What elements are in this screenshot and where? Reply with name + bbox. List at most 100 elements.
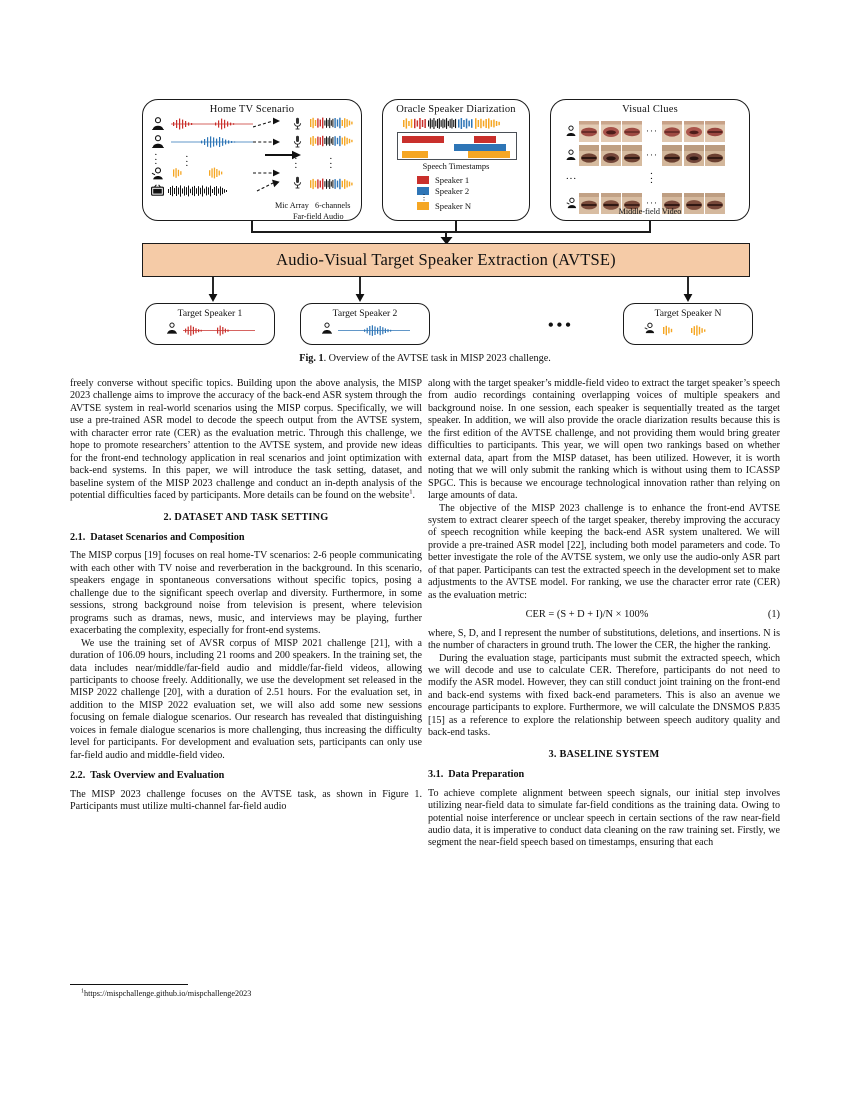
mouth-frames-right [662,120,725,142]
footnote-url[interactable]: https://mispchallenge.github.io/mispchal… [84,989,252,998]
person-icon [321,321,333,339]
visual-clue-row: ··· [563,192,741,214]
section-heading-3: 3. BASELINE SYSTEM [548,748,660,760]
mouth-frame [600,192,621,214]
targets-ellipsis: ••• [548,317,574,334]
footnote-marker: 1 [409,488,413,496]
waveform-speaker-n [173,167,223,179]
connector-line [649,221,651,233]
visual-clues-column-ellipsis-row: ··· ··· [563,168,741,190]
paragraph-continued-right: along with the target speaker’s middle-f… [428,378,780,502]
mouth-frame [662,192,682,214]
middle-field-video-label: Middle-field Video [618,207,682,216]
waveform-tv-noise [168,185,227,197]
target-speaker-box-2: Target Speaker 2 [300,303,430,345]
paragraph-continued-left-text: freely converse without specific topics.… [70,378,422,502]
mouth-frame [683,144,704,166]
process-arrow [265,150,301,160]
diar-bar-speaker-1 [402,136,444,143]
person-icon [563,125,579,137]
waveform-target-n [663,324,706,336]
diar-bar-speaker-1 [474,136,496,143]
person-icon [166,321,178,339]
mic-array-label: Mic Array [275,201,309,210]
mouth-frames-left [579,144,642,166]
speech-timestamps-label: Speech Timestamps [422,162,490,171]
microphone-icon [293,176,302,189]
paragraph-3-1: To achieve complete alignment between sp… [428,787,780,849]
legend-swatch-speaker-1 [417,175,429,184]
waveform-speaker-2 [171,136,253,148]
waveform-mixed-channel [310,117,353,129]
figure-1: Home TV Scenario ··· [70,95,780,370]
paragraph-2-1-b: We use the training set of AVSR corpus o… [70,637,422,761]
connector-line [251,231,651,233]
legend-swatch-speaker-2 [417,186,429,195]
six-channels-label: 6-channels [315,201,351,210]
panel-oracle-speaker-diarization: Oracle Speaker Diarization [382,99,530,221]
legend-item-speaker-n: Speaker N [417,200,517,211]
legend-label-speaker-2: Speaker 2 [435,185,470,196]
frames-ellipsis: ··· [646,198,658,208]
mouth-frame [600,120,621,142]
right-text-column: along with the target speaker’s middle-f… [428,378,780,850]
paragraph-continued-left: freely converse without specific topics.… [70,378,422,503]
vertical-ellipsis: ··· [154,149,158,170]
left-text-column: freely converse without specific topics.… [70,378,422,814]
subsection-3-1-number: 3.1. [428,769,444,781]
avtse-module-label: Audio-Visual Target Speaker Extraction (… [276,250,616,269]
subsection-heading-2-2: 2.2. Task Overview and Evaluation [70,770,422,782]
mouth-frame [622,144,642,166]
panel-visual-clues-title: Visual Clues [622,104,678,115]
paragraph-objective: The objective of the MISP 2023 challenge… [428,502,780,601]
arrow-down-icon [440,237,453,245]
waveform-mixed-channel [310,135,353,147]
mouth-frames-right [662,144,725,166]
diarization-legend: Speaker 1 Speaker 2 ⋮ Speaker N [417,174,517,211]
diar-bar-speaker-n [468,151,510,158]
visual-clues-grid: ··· [563,120,741,214]
footnote-number: 1 [81,988,84,995]
paragraph-continued-left-tail: . [412,490,416,502]
subsection-2-1-number: 2.1. [70,531,86,543]
subsection-3-1-title: Data Preparation [448,769,525,781]
mouth-frame [622,192,642,214]
mouth-frame [662,144,682,166]
person-icon [563,149,579,161]
panel-oracle-title: Oracle Speaker Diarization [396,104,516,115]
mouth-frame [683,192,704,214]
target-speaker-box-1: Target Speaker 1 [145,303,275,345]
person-icon [563,197,579,209]
waveform-mixed-overview [403,118,500,129]
mouth-frames-left [579,120,642,142]
waveform-target-1 [182,324,255,336]
figure-caption: Fig. 1. Overview of the AVTSE task in MI… [70,353,780,364]
person-icon [151,135,165,148]
frames-ellipsis: ··· [646,150,658,160]
paragraph-2-2: The MISP 2023 challenge focuses on the A… [70,788,422,813]
figure-caption-text: . Overview of the AVTSE task in MISP 202… [323,353,551,364]
waveform-speaker-1 [171,118,253,130]
mouth-frame [683,120,704,142]
figure-caption-prefix: Fig. 1 [299,353,324,364]
legend-item-speaker-2: Speaker 2 [417,185,517,196]
mouth-frame [600,144,621,166]
microphone-icon [293,135,302,148]
mouth-frame [705,192,725,214]
arrow-down-icon [683,277,693,302]
arrow-down-icon [355,277,365,302]
subsection-2-2-number: 2.2. [70,770,86,782]
connector-line [445,231,447,240]
figure-top-panels: Home TV Scenario ··· [70,95,780,227]
waveform-target-2 [337,324,410,336]
vertical-ellipsis: ··· [329,153,333,174]
avtse-module-box: Audio-Visual Target Speaker Extraction (… [142,243,750,277]
subsection-2-2-title: Task Overview and Evaluation [90,770,225,782]
subsection-heading-3-1: 3.1. Data Preparation [428,769,780,781]
panel-visual-clues: Visual Clues ··· [550,99,750,221]
paragraph-where: where, S, D, and I represent the number … [428,627,780,652]
section-heading-2: 2. DATASET AND TASK SETTING [163,511,329,523]
microphone-icon [293,117,302,130]
person-icon [643,321,656,339]
